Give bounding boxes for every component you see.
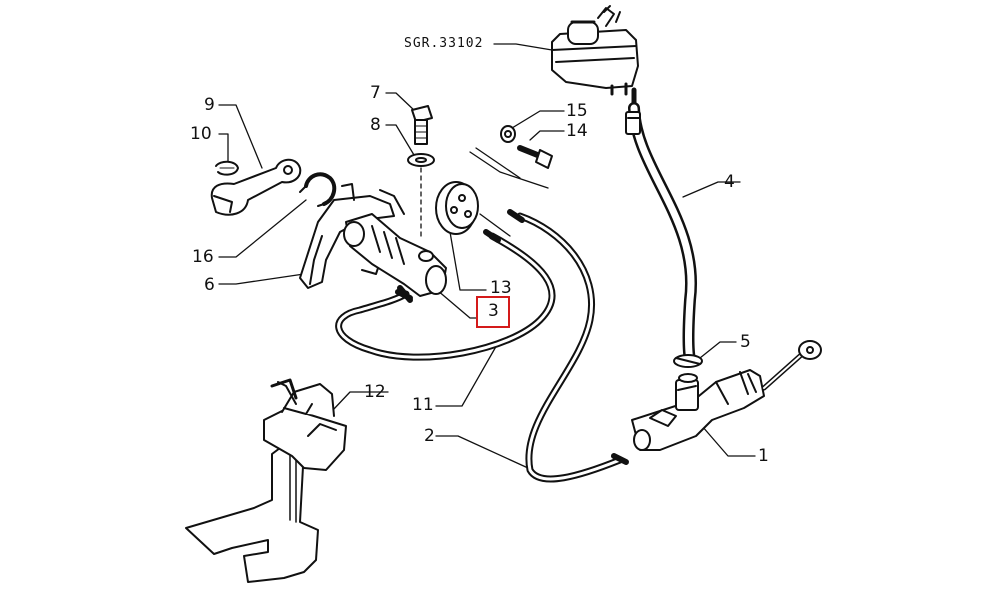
bolt-14 <box>517 145 553 169</box>
highlight-box <box>476 296 510 328</box>
callout-13: 13 <box>490 278 512 298</box>
callout-2: 2 <box>424 426 435 446</box>
pressure-pipe-2 <box>507 209 629 483</box>
callout-15: 15 <box>566 101 588 121</box>
callout-6: 6 <box>204 275 215 295</box>
callout-7: 7 <box>370 83 381 103</box>
retaining-ring <box>299 172 337 207</box>
callout-11: 11 <box>412 395 434 415</box>
leader-lines <box>218 43 756 469</box>
callout-4: 4 <box>724 172 735 192</box>
flexible-coupling <box>435 151 549 237</box>
hose-clamp <box>673 354 703 368</box>
reservoir-hose <box>625 102 698 366</box>
callout-14: 14 <box>566 121 588 141</box>
lever-pivot-clip <box>215 160 239 176</box>
callout-3: 3 <box>488 301 499 321</box>
reference-code: SGR.33102 <box>404 36 484 51</box>
callout-16: 16 <box>192 247 214 267</box>
support-bracket <box>185 378 347 583</box>
callout-8: 8 <box>370 115 381 135</box>
washer-8 <box>407 153 435 167</box>
bolt-7 <box>411 105 433 145</box>
callout-12: 12 <box>364 382 386 402</box>
washer-15 <box>500 125 516 143</box>
slave-cylinder <box>343 213 447 303</box>
fluid-reservoir <box>551 5 639 107</box>
callout-10: 10 <box>190 124 212 144</box>
callout-9: 9 <box>204 95 215 115</box>
master-cylinder <box>631 340 822 451</box>
callout-5: 5 <box>740 332 751 352</box>
callout-1: 1 <box>758 446 769 466</box>
coupling-guide-line <box>475 147 521 179</box>
release-lever <box>210 158 302 216</box>
